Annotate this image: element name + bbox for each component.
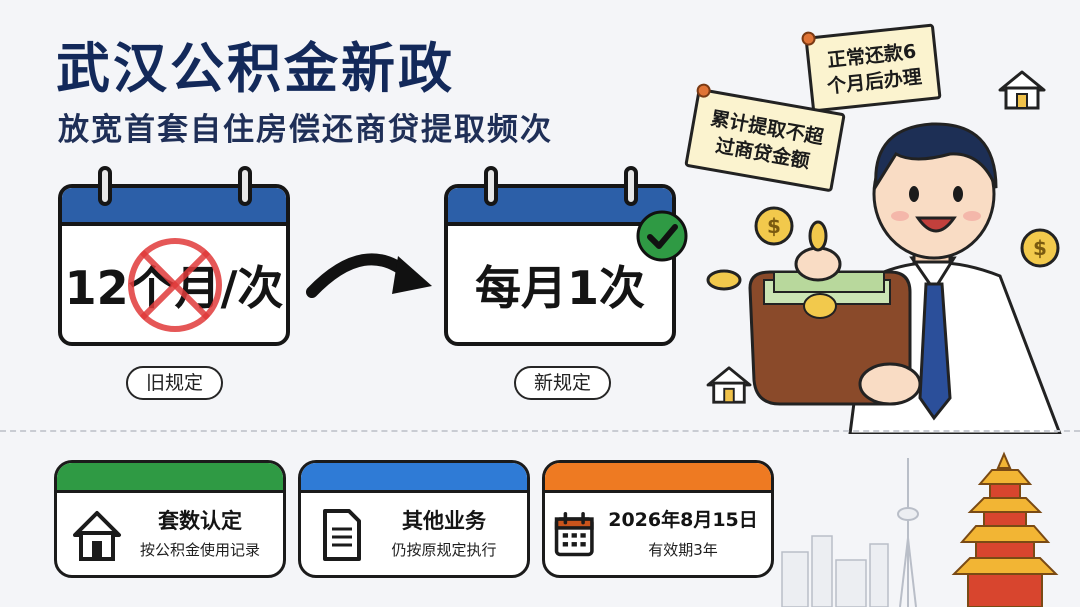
calendar-ring	[624, 166, 638, 206]
card-title: 套数认定	[158, 509, 242, 533]
new-rule-text: 每月1次	[474, 261, 645, 315]
card-header-band	[301, 463, 527, 493]
page-title: 武汉公积金新政	[56, 37, 455, 100]
cross-out-icon	[128, 238, 222, 332]
card-header-band	[545, 463, 771, 493]
pin-icon	[800, 30, 817, 47]
house-icon	[706, 366, 752, 404]
house-icon	[998, 70, 1046, 110]
old-rule-label: 旧规定	[126, 366, 224, 400]
info-card-date: 2026年8月15日 有效期3年	[542, 460, 774, 578]
card-title: 2026年8月15日	[608, 509, 758, 531]
calendar-header	[62, 188, 286, 226]
section-divider	[0, 430, 1080, 432]
tv-tower-icon	[897, 458, 919, 607]
info-card-quota: 套数认定 按公积金使用记录	[54, 460, 286, 578]
calendar-ring	[98, 166, 112, 206]
arrow-right-icon	[306, 253, 432, 298]
info-card-other: 其他业务 仍按原规定执行	[298, 460, 530, 578]
card-description: 仍按原规定执行	[391, 541, 497, 559]
coin-icon: $	[1020, 228, 1060, 268]
old-rule-calendar: 12个月/次	[58, 166, 290, 346]
new-rule-calendar: 每月1次	[444, 166, 688, 346]
svg-text:$: $	[1033, 236, 1047, 260]
house-icon	[73, 511, 121, 561]
coin-icon: $	[754, 206, 794, 246]
new-rule-label: 新规定	[514, 366, 612, 400]
card-title: 其他业务	[402, 509, 486, 533]
calendar-icon	[554, 511, 594, 557]
cityscape-illustration	[781, 451, 1059, 607]
yellow-crane-tower-icon	[951, 451, 1059, 607]
man-with-wallet-illustration: $ $	[706, 122, 1062, 434]
svg-text:$: $	[767, 214, 781, 238]
card-description: 按公积金使用记录	[139, 541, 260, 559]
check-badge-icon	[636, 210, 688, 262]
card-header-band	[57, 463, 283, 493]
pin-icon	[695, 82, 712, 99]
document-icon	[323, 509, 361, 561]
sticky-note-repayment: 正常还款6 个月后办理	[800, 23, 942, 113]
calendar-ring	[238, 166, 252, 206]
calendar-ring	[484, 166, 498, 206]
page-subtitle: 放宽首套自住房偿还商贷提取频次	[58, 112, 553, 148]
card-description: 有效期3年	[648, 541, 718, 559]
